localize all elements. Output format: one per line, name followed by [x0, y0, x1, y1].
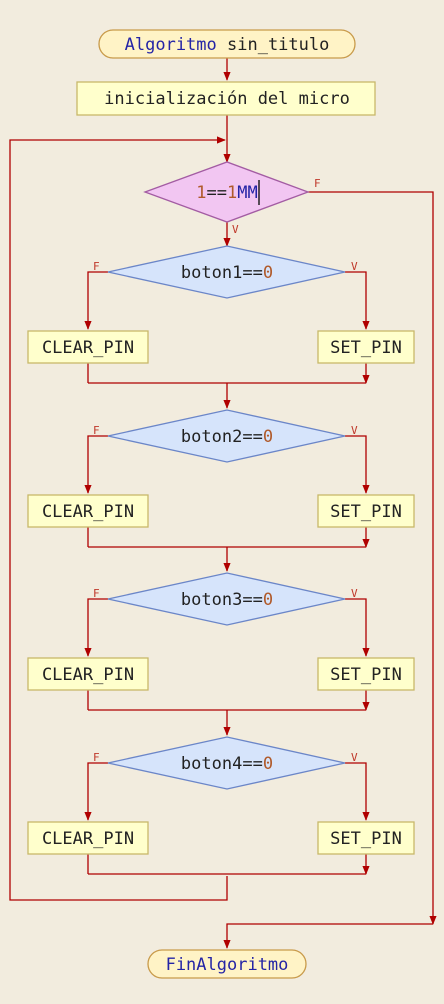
set-pin-label: SET_PIN [330, 502, 402, 522]
start-keyword: Algoritmo [125, 35, 217, 55]
svg-text:boton1==0: boton1==0 [181, 263, 273, 283]
button-var: boton3 [181, 590, 242, 610]
set-pin-process[interactable]: SET_PIN [317, 821, 415, 855]
button-op: == [242, 754, 262, 774]
set-pin-label: SET_PIN [330, 829, 402, 849]
button-block-1: boton1==0 F V CLEAR_PIN SET_PIN [27, 245, 415, 364]
svg-text:boton4==0: boton4==0 [181, 754, 273, 774]
connector-false-branch-1 [84, 271, 108, 330]
init-label: inicialización del micro [104, 89, 350, 109]
loop-cond-num2: 1 [227, 183, 237, 203]
connector-true-branch-3 [345, 598, 370, 657]
algorithm-name: sin_titulo [217, 35, 330, 55]
button-var: boton2 [181, 427, 242, 447]
loop-true-flag: V [232, 223, 239, 236]
clear-pin-process[interactable]: CLEAR_PIN [27, 821, 149, 855]
loop-cond-op: == [207, 183, 227, 203]
svg-text:boton3==0: boton3==0 [181, 590, 273, 610]
loop-cond-tail: MM [237, 183, 257, 203]
svg-text:Algoritmo sin_titulo: Algoritmo sin_titulo [125, 35, 330, 55]
set-pin-label: SET_PIN [330, 665, 402, 685]
clear-pin-label: CLEAR_PIN [42, 338, 134, 358]
button-op: == [242, 427, 262, 447]
button-block-2: boton2==0 F V CLEAR_PIN SET_PIN [27, 409, 415, 528]
false-flag: F [93, 260, 100, 273]
loop-false-flag: F [314, 177, 321, 190]
connector-main-false [308, 191, 437, 925]
connector-false-branch-3 [84, 598, 108, 657]
button-block-4: boton4==0 F V CLEAR_PIN SET_PIN [27, 736, 415, 855]
clear-pin-label: CLEAR_PIN [42, 829, 134, 849]
button-num: 0 [263, 427, 273, 447]
start-terminal[interactable]: Algoritmo sin_titulo [98, 29, 356, 59]
end-label: FinAlgoritmo [166, 955, 289, 975]
false-flag: F [93, 424, 100, 437]
init-process[interactable]: inicialización del micro [76, 81, 376, 116]
connector-true-branch-1 [345, 271, 370, 330]
true-flag: V [351, 424, 358, 437]
decision-connectors [84, 271, 370, 875]
connector-false-branch-2 [84, 435, 108, 494]
clear-pin-label: CLEAR_PIN [42, 665, 134, 685]
set-pin-process[interactable]: SET_PIN [317, 657, 415, 691]
false-flag: F [93, 587, 100, 600]
loop-decision[interactable]: 1==1MM [143, 161, 310, 223]
connector-false-branch-4 [84, 762, 108, 821]
clear-pin-process[interactable]: CLEAR_PIN [27, 494, 149, 528]
button-var: boton1 [181, 263, 242, 283]
set-pin-label: SET_PIN [330, 338, 402, 358]
button-op: == [242, 590, 262, 610]
svg-text:boton2==0: boton2==0 [181, 427, 273, 447]
button-op: == [242, 263, 262, 283]
clear-pin-label: CLEAR_PIN [42, 502, 134, 522]
loop-cond-num1: 1 [196, 183, 206, 203]
button-decision-2[interactable]: boton2==0 [107, 409, 346, 463]
clear-pin-process[interactable]: CLEAR_PIN [27, 657, 149, 691]
button-var: boton4 [181, 754, 242, 774]
button-num: 0 [263, 590, 273, 610]
connector-exit-end [223, 923, 433, 949]
true-flag: V [351, 751, 358, 764]
connector-true-branch-2 [345, 435, 370, 494]
true-flag: V [351, 587, 358, 600]
button-decision-1[interactable]: boton1==0 [107, 245, 346, 299]
button-num: 0 [263, 754, 273, 774]
set-pin-process[interactable]: SET_PIN [317, 494, 415, 528]
false-flag: F [93, 751, 100, 764]
button-num: 0 [263, 263, 273, 283]
button-decision-3[interactable]: boton3==0 [107, 572, 346, 626]
connector-loop-back [9, 136, 228, 901]
clear-pin-process[interactable]: CLEAR_PIN [27, 330, 149, 364]
end-terminal[interactable]: FinAlgoritmo [147, 949, 307, 979]
button-decision-4[interactable]: boton4==0 [107, 736, 346, 790]
svg-text:1==1MM: 1==1MM [196, 183, 257, 203]
true-flag: V [351, 260, 358, 273]
set-pin-process[interactable]: SET_PIN [317, 330, 415, 364]
connectors [9, 58, 437, 949]
button-block-3: boton3==0 F V CLEAR_PIN SET_PIN [27, 572, 415, 691]
connector-true-branch-4 [345, 762, 370, 821]
